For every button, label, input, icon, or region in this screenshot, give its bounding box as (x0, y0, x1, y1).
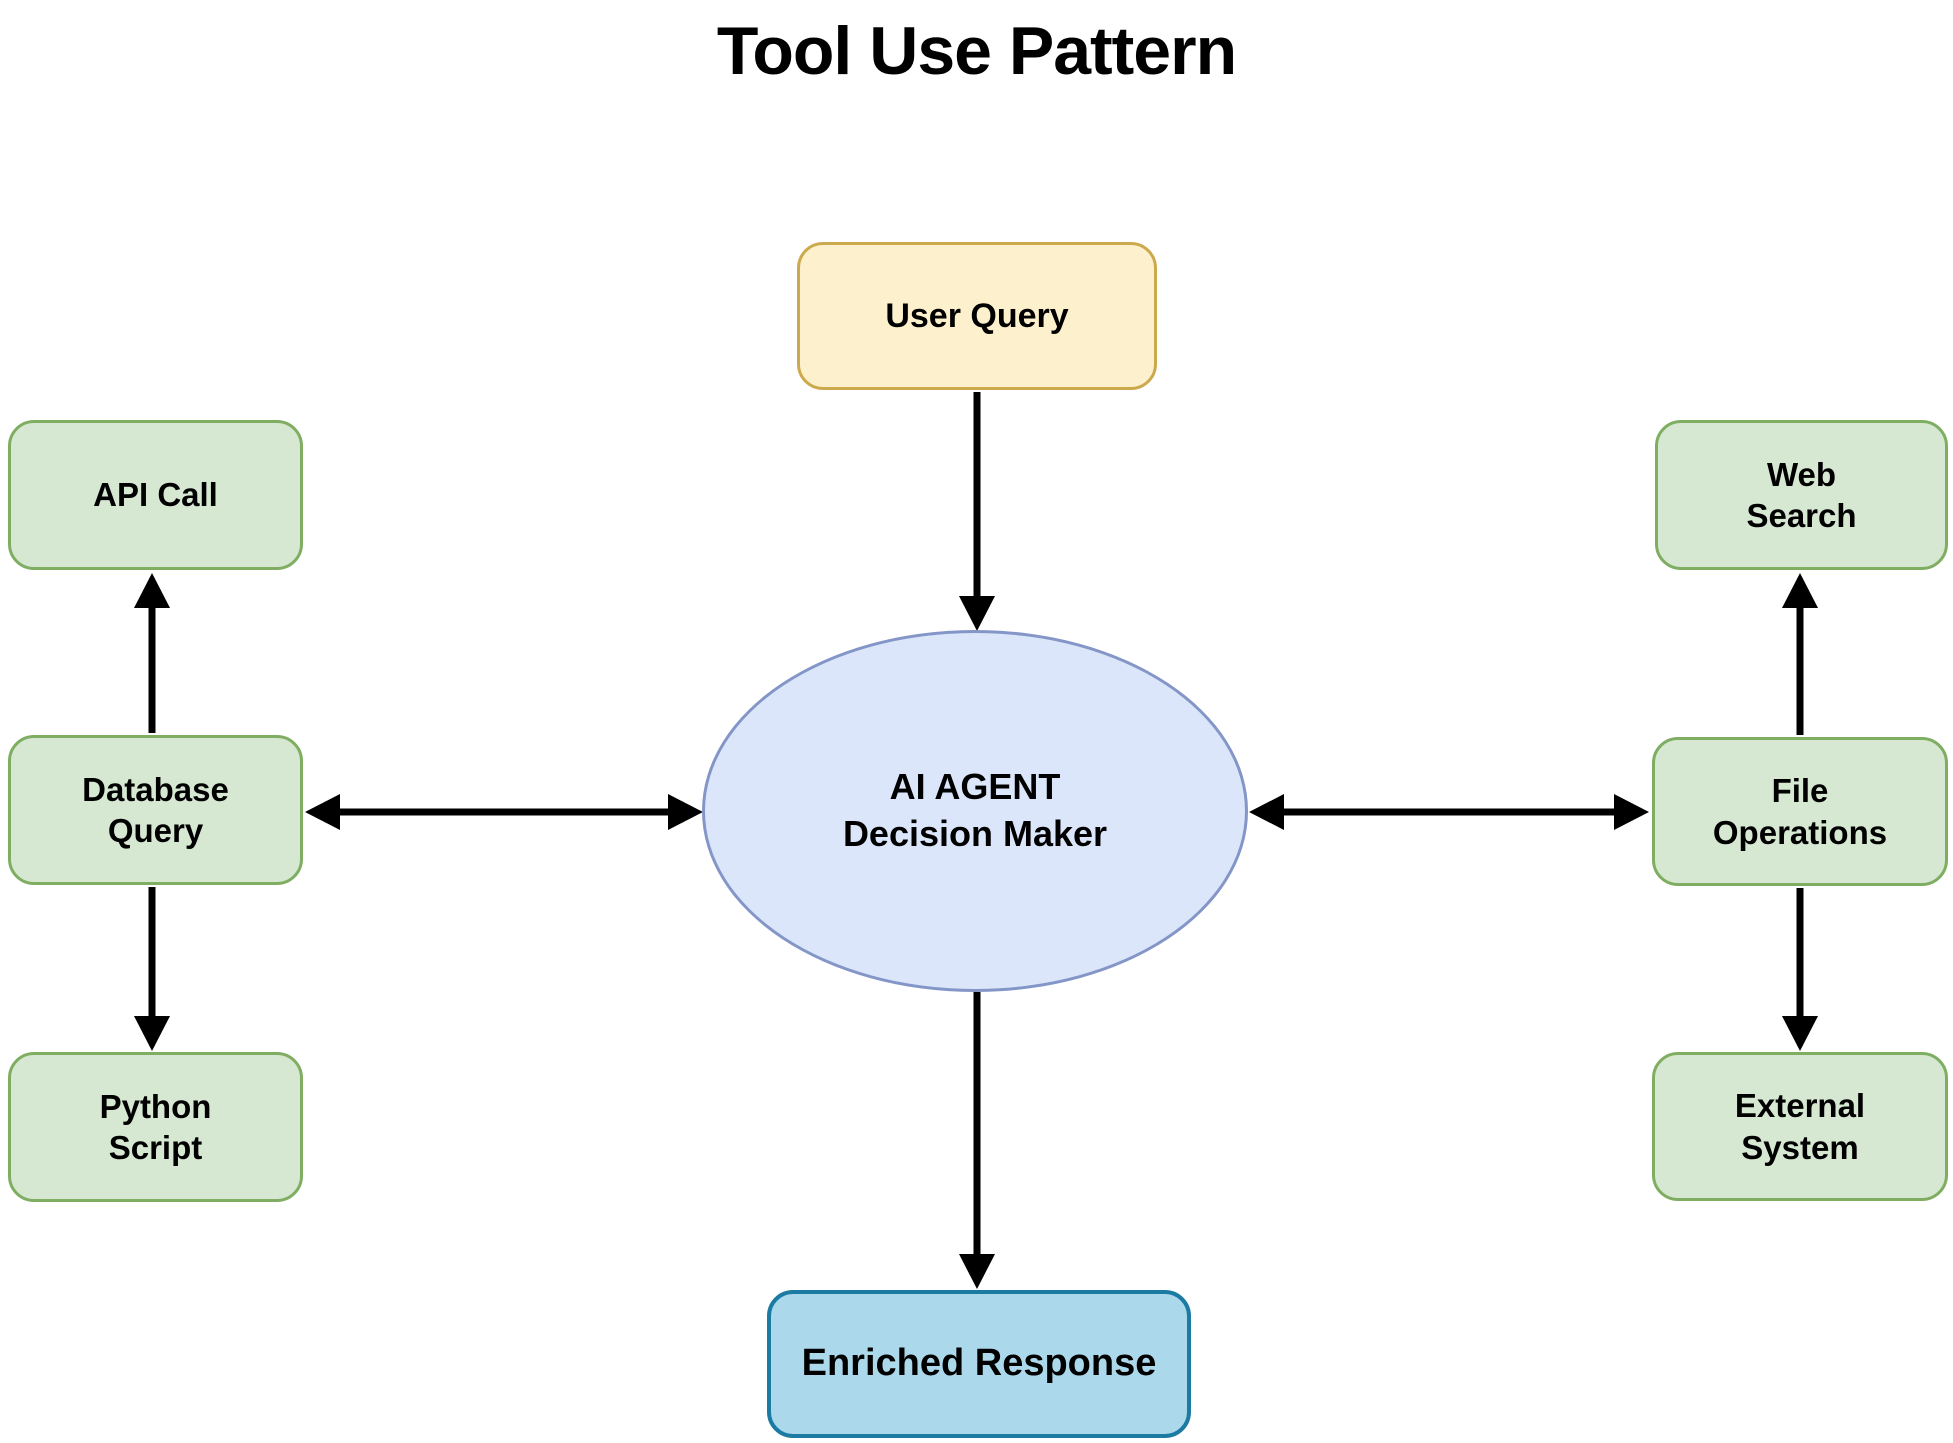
arrow-database-query-agent-two-way (305, 794, 703, 830)
node-ai-agent-label: AI AGENT Decision Maker (842, 766, 1108, 854)
node-api-call-label: API Call (93, 476, 218, 514)
node-external-system-label: External System (1734, 1087, 1866, 1166)
arrow-agent-to-enriched-response (959, 992, 995, 1289)
node-python-script: Python Script (8, 1052, 303, 1202)
node-enriched-response-label: Enriched Response (801, 1342, 1157, 1385)
node-python-script-label: Python Script (99, 1087, 212, 1166)
arrow-file-operations-agent-two-way (1249, 794, 1649, 830)
node-file-operations-label: File Operations (1712, 772, 1888, 851)
node-api-call: API Call (8, 420, 303, 570)
diagram-title: Tool Use Pattern (716, 13, 1237, 89)
node-enriched-response: Enriched Response (767, 1290, 1191, 1438)
node-database-query-label: Database Query (82, 770, 229, 849)
arrow-database-query-to-api-call (134, 573, 170, 733)
arrow-database-query-to-python-script (134, 887, 170, 1051)
node-user-query-label: User Query (885, 296, 1069, 335)
node-ai-agent-ellipse: AI AGENT Decision Maker (702, 630, 1248, 992)
arrow-file-operations-to-external-system (1782, 888, 1818, 1051)
node-user-query: User Query (797, 242, 1157, 390)
arrow-file-operations-to-web-search (1782, 573, 1818, 735)
node-file-operations: File Operations (1652, 737, 1948, 886)
arrow-user-query-to-agent (959, 392, 995, 631)
node-external-system: External System (1652, 1052, 1948, 1201)
node-web-search: Web Search (1655, 420, 1948, 570)
node-web-search-label: Web Search (1746, 455, 1857, 534)
node-database-query: Database Query (8, 735, 303, 885)
